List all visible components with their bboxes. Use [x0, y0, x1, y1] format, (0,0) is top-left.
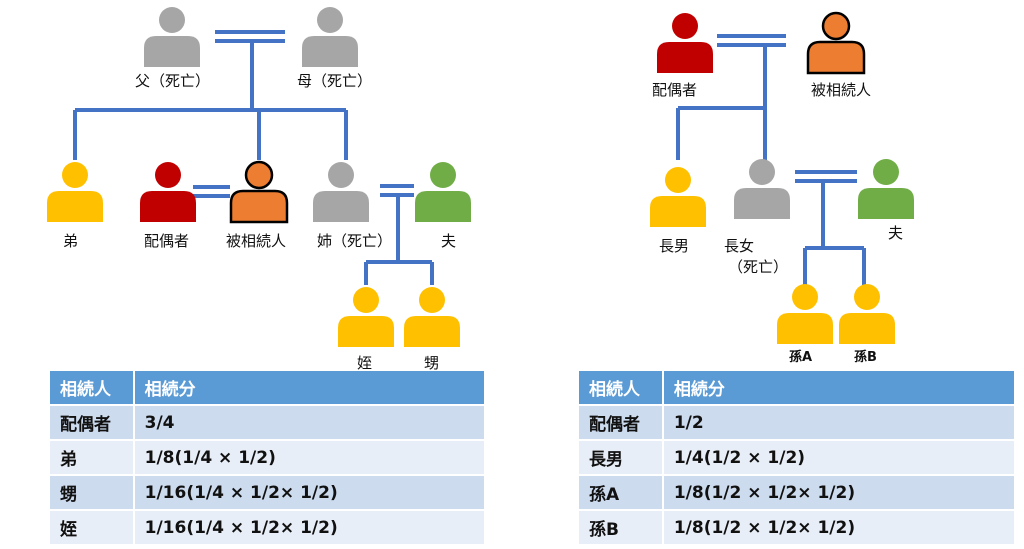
r-husband-person-icon: [858, 159, 914, 219]
table-row: 配偶者 3/4: [50, 404, 487, 440]
eldest-daughter-label-line1: 長女: [724, 237, 754, 255]
nephew-person-icon: [404, 287, 460, 347]
deceased-label: 被相続人: [226, 232, 286, 250]
left-inheritance-table: 相続人 相続分 配偶者 3/4 弟 1/8(1/4 × 1/2) 甥 1/16(…: [50, 371, 487, 544]
share-cell: 1/16(1/4 × 1/2× 1/2): [133, 509, 487, 544]
share-cell: 1/8(1/4 × 1/2): [133, 439, 487, 475]
grandchild-a-label: 孫A: [789, 349, 812, 365]
table-row: 甥 1/16(1/4 × 1/2× 1/2): [50, 474, 487, 510]
share-column-header: 相続分: [662, 371, 1017, 405]
eldest-daughter-person-icon: [734, 159, 790, 219]
grandchild-a-person-icon: [777, 284, 833, 344]
share-cell: 3/4: [133, 404, 487, 440]
left-family-tree: 父（死亡） 母（死亡） 弟 配偶者 被相続人 姉（死亡） 夫 姪 甥: [47, 7, 471, 370]
r-deceased-label: 被相続人: [811, 81, 871, 99]
brother-person-icon: [47, 162, 103, 222]
share-cell: 1/8(1/2 × 1/2× 1/2): [662, 509, 1017, 544]
share-cell: 1/4(1/2 × 1/2): [662, 439, 1017, 475]
heir-cell: 長男: [579, 439, 664, 475]
r-husband-label: 夫: [888, 224, 903, 242]
niece-person-icon: [338, 287, 394, 347]
share-cell: 1/16(1/4 × 1/2× 1/2): [133, 474, 487, 510]
elder-sister-person-icon: [313, 162, 369, 222]
table-row: 姪 1/16(1/4 × 1/2× 1/2): [50, 509, 487, 544]
right-inheritance-table: 相続人 相続分 配偶者 1/2 長男 1/4(1/2 × 1/2) 孫A 1/8…: [579, 371, 1017, 544]
eldest-son-person-icon: [650, 167, 706, 227]
spouse-label: 配偶者: [144, 232, 189, 250]
right-tree-lines: [676, 34, 866, 285]
r-deceased-person-icon: [806, 11, 866, 75]
table-row: 孫A 1/8(1/2 × 1/2× 1/2): [579, 474, 1017, 510]
spouse-person-icon: [140, 162, 196, 222]
heir-cell: 配偶者: [579, 404, 664, 440]
mother-label: 母（死亡）: [297, 72, 372, 90]
deceased-person-icon: [229, 160, 289, 224]
grandchild-b-label: 孫B: [854, 349, 877, 365]
right-family-tree: 配偶者 被相続人 長男 長女 （死亡） 夫 孫A 孫B: [650, 11, 914, 365]
husband-person-icon: [415, 162, 471, 222]
father-label: 父（死亡）: [135, 72, 210, 90]
heir-cell: 孫B: [579, 509, 664, 544]
r-spouse-label: 配偶者: [652, 81, 697, 99]
heir-cell: 孫A: [579, 474, 664, 510]
eldest-daughter-label-line2: （死亡）: [728, 258, 788, 276]
niece-label: 姪: [357, 354, 372, 370]
heir-column-header: 相続人: [579, 371, 664, 405]
share-cell: 1/8(1/2 × 1/2× 1/2): [662, 474, 1017, 510]
heir-column-header: 相続人: [50, 371, 135, 405]
table-header-row: 相続人 相続分: [579, 371, 1017, 405]
brother-label: 弟: [63, 232, 78, 250]
table-row: 孫B 1/8(1/2 × 1/2× 1/2): [579, 509, 1017, 544]
nephew-label: 甥: [424, 354, 439, 370]
elder-sister-label: 姉（死亡）: [317, 232, 392, 250]
heir-cell: 弟: [50, 439, 135, 475]
husband-label: 夫: [441, 232, 456, 250]
family-tree-diagrams: 父（死亡） 母（死亡） 弟 配偶者 被相続人 姉（死亡） 夫 姪 甥: [47, 7, 914, 370]
share-column-header: 相続分: [133, 371, 487, 405]
heir-cell: 甥: [50, 474, 135, 510]
father-person-icon: [144, 7, 200, 67]
table-row: 配偶者 1/2: [579, 404, 1017, 440]
table-header-row: 相続人 相続分: [50, 371, 487, 405]
left-tree-lines: [73, 30, 434, 285]
heir-cell: 姪: [50, 509, 135, 544]
r-spouse-person-icon: [657, 13, 713, 73]
share-cell: 1/2: [662, 404, 1017, 440]
table-row: 弟 1/8(1/4 × 1/2): [50, 439, 487, 475]
heir-cell: 配偶者: [50, 404, 135, 440]
mother-person-icon: [302, 7, 358, 67]
eldest-son-label: 長男: [659, 237, 689, 255]
table-row: 長男 1/4(1/2 × 1/2): [579, 439, 1017, 475]
grandchild-b-person-icon: [839, 284, 895, 344]
